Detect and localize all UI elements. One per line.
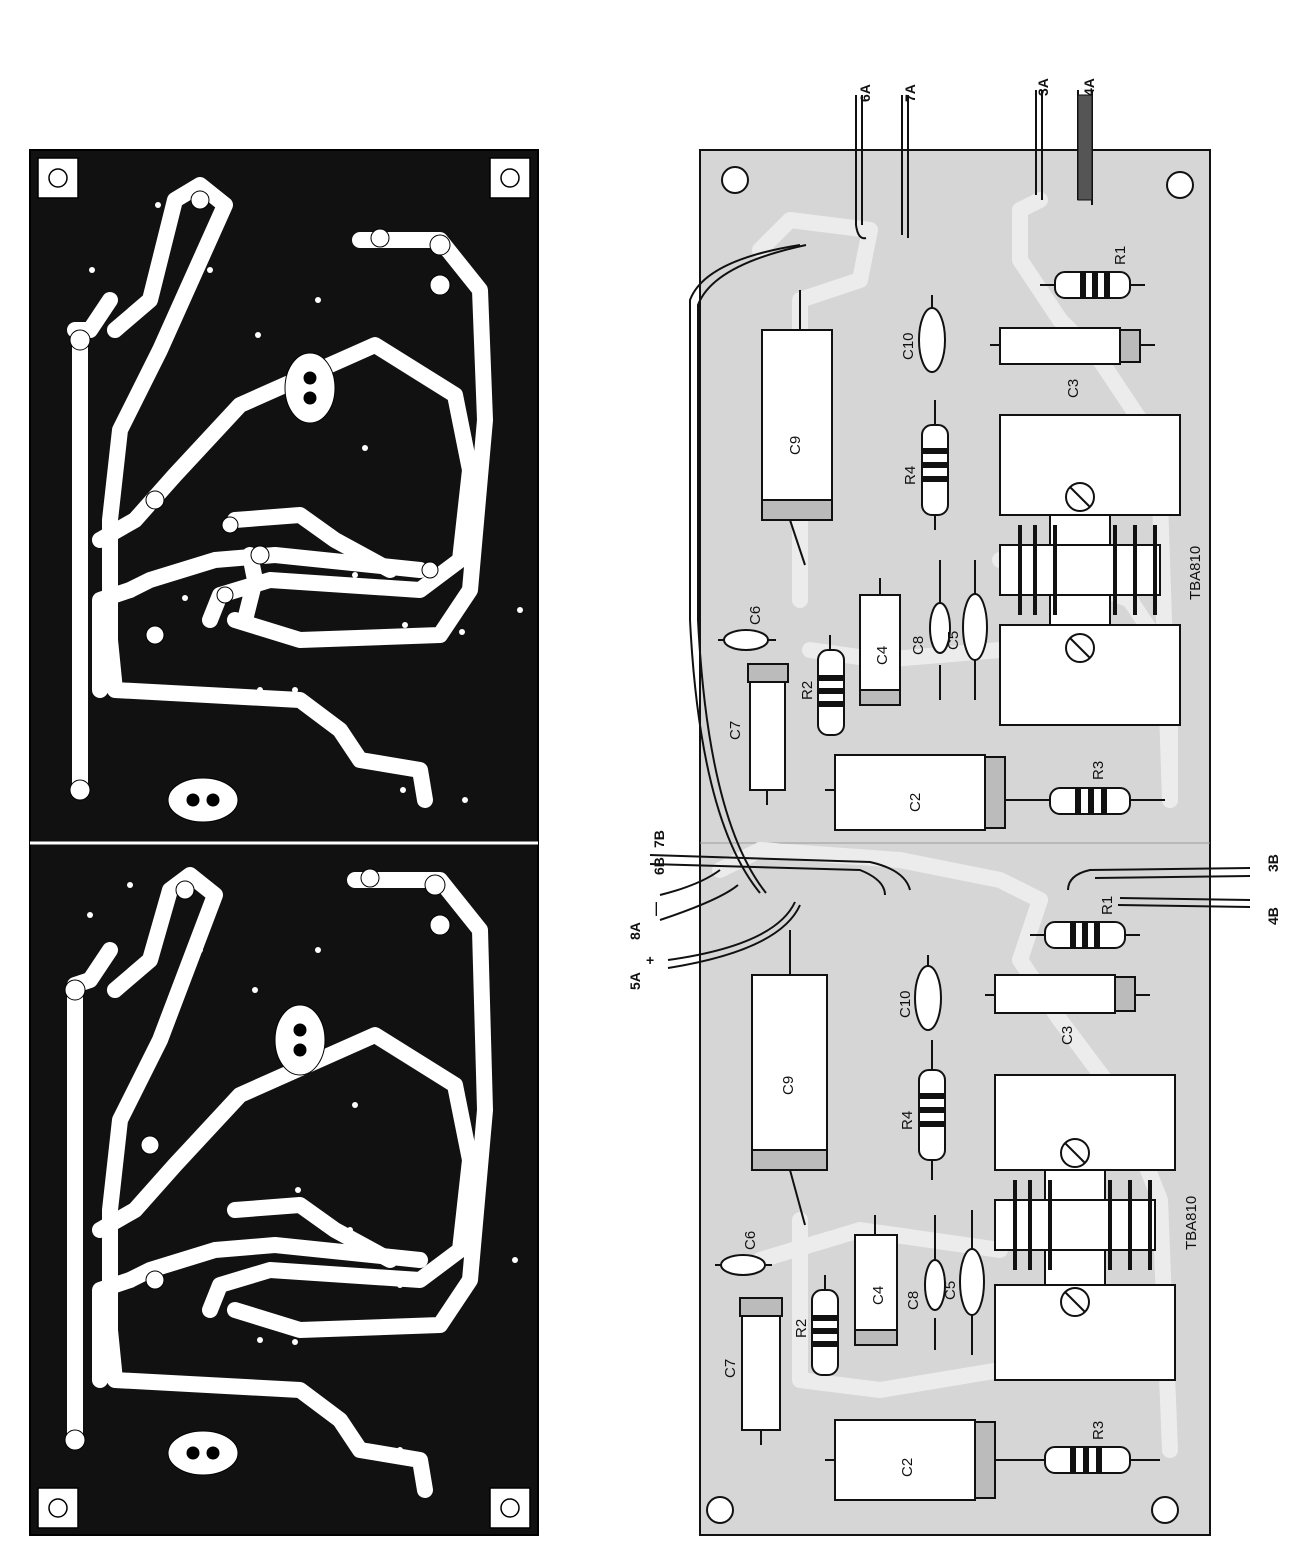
svg-text:C3: C3 [1065,379,1082,398]
resistor-R2-lower: R2 [793,1275,839,1376]
svg-text:C10: C10 [900,332,917,360]
capacitor-C8: C8 [910,560,951,700]
module-upper: C9 R4 C10 R1 [718,246,1204,831]
capacitor-C7-lower: C7 [722,1297,783,1445]
capacitor-C10-lower: C10 [897,955,942,1031]
svg-text:C8: C8 [910,636,927,655]
svg-text:C7: C7 [722,1359,739,1378]
svg-text:R3: R3 [1090,1421,1107,1440]
svg-text:R2: R2 [793,1319,810,1338]
capacitor-C4-lower: C4 [854,1215,898,1346]
copper-mounting-holes [37,157,531,1529]
resistor-R1: R1 [1040,246,1145,299]
supply-minus-sign: — [647,902,663,916]
wire-label-4A: 4A [1081,78,1097,96]
svg-text:TBA810: TBA810 [1187,546,1204,600]
svg-text:C9: C9 [780,1076,797,1095]
copper-dots-upper [89,202,523,803]
capacitor-C8-lower: C8 [905,1215,946,1350]
svg-text:C7: C7 [727,721,744,740]
svg-text:R3: R3 [1090,761,1107,780]
resistor-R3: R3 [1005,761,1165,815]
wire-label-3A: 3A [1035,78,1051,96]
copper-module-lower [64,867,518,1498]
svg-text:R4: R4 [899,1111,916,1130]
svg-text:C8: C8 [905,1291,922,1310]
svg-text:R1: R1 [1099,896,1116,915]
resistor-R1-lower: R1 [1030,896,1140,949]
wire-label-6B: 6B [651,857,667,875]
shielded-lead-4A [1077,94,1093,201]
wire-label-8A: 8A [627,922,643,940]
capacitor-C6: C6 [718,606,776,651]
resistor-R2: R2 [799,635,845,736]
svg-text:C2: C2 [907,793,924,812]
svg-text:C3: C3 [1059,1026,1076,1045]
svg-text:C9: C9 [787,436,804,455]
supply-plus-sign: + [646,952,654,968]
capacitor-C4: C4 [859,578,901,706]
capacitor-C9-lower: C9 [751,930,828,1226]
resistor-R4: R4 [902,400,949,530]
wire-labels: 6A 7A 3A 4A 5A 8A 6B 7B + — 4B 3B [627,78,1281,990]
svg-text:R4: R4 [902,466,919,485]
svg-text:R2: R2 [799,681,816,700]
wire-label-6A: 6A [857,84,873,102]
wire-label-4B: 4B [1265,907,1281,925]
svg-text:R1: R1 [1112,246,1129,265]
svg-text:C6: C6 [742,1231,759,1250]
resistor-R4-lower: R4 [899,1040,946,1180]
component-layout: 6A 7A 3A 4A 5A 8A 6B 7B + — 4B 3B C9 [627,78,1281,1536]
capacitor-C10: C10 [900,295,946,373]
capacitor-C3: C3 [990,327,1155,398]
wire-label-7B: 7B [651,830,667,848]
svg-text:C10: C10 [897,990,914,1018]
wire-label-3B: 3B [1265,854,1281,872]
svg-text:C2: C2 [899,1458,916,1477]
svg-text:C4: C4 [870,1286,887,1305]
svg-text:C5: C5 [945,631,962,650]
capacitor-C2-lower: C2 [825,1419,996,1501]
component-mounting-holes [706,166,1194,1524]
wire-label-7A: 7A [902,84,918,102]
wire-label-5A: 5A [627,972,643,990]
module-lower: C9 R4 C10 R1 [715,896,1200,1501]
capacitor-C6-lower: C6 [715,1231,772,1276]
capacitor-C3-lower: C3 [985,974,1150,1045]
capacitor-C7: C7 [727,663,789,805]
ic-TBA810: TBA810 [999,414,1204,726]
copper-layout [29,149,539,1536]
svg-text:C4: C4 [874,646,891,665]
copper-pads-upper [69,190,451,823]
svg-text:C6: C6 [747,606,764,625]
resistor-R3-lower: R3 [995,1421,1160,1474]
capacitor-C5-lower: C5 [942,1210,985,1355]
capacitor-C2: C2 [825,754,1006,831]
capacitor-C9: C9 [761,290,833,566]
svg-text:C5: C5 [942,1281,959,1300]
svg-text:TBA810: TBA810 [1183,1196,1200,1250]
capacitor-C5: C5 [945,560,988,700]
ic-TBA810-lower: TBA810 [994,1074,1200,1381]
